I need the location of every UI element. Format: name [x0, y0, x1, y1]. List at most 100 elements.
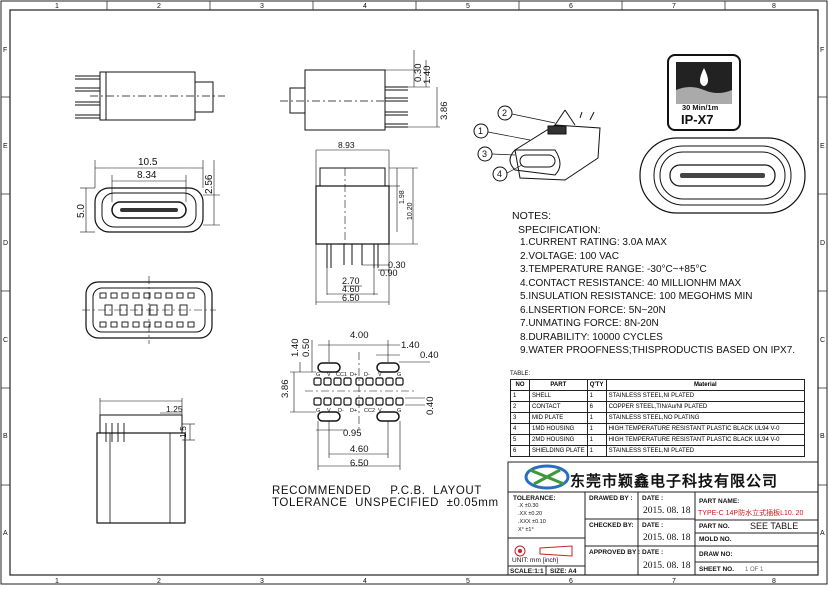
top-view — [280, 50, 440, 131]
note-item: 9.WATER PROOFNESS;THISPRODUCTIS BASED ON… — [520, 345, 796, 356]
dim-pcb-1-40: 1.40 — [401, 340, 420, 351]
zone-right-F: F — [820, 47, 824, 54]
bom-cell: 1 — [586, 434, 607, 446]
callout-4: 4 — [497, 169, 502, 179]
zone-bottom-7: 7 — [672, 578, 676, 585]
dim-4-60: 4.60 — [342, 284, 360, 294]
zone-top-2: 2 — [157, 3, 161, 10]
side-view-center — [315, 149, 418, 305]
zone-top-6: 6 — [569, 3, 573, 10]
dim-6-50: 6.50 — [342, 293, 360, 303]
part-no-label: PART NO. — [699, 523, 730, 530]
pin-bottom-v1: V — [327, 408, 331, 414]
dim-pcb-0-40-b: 0.40 — [425, 397, 436, 416]
note-item: 4.CONTACT RESISTANCE: 40 MILLIONHM MAX — [520, 277, 742, 289]
front-view — [80, 160, 220, 233]
bom-cell: 1MD HOUSING — [529, 423, 588, 435]
bom-cell: STAINLESS STEEL,NI PLATED — [605, 390, 806, 402]
dim-1-5: 1.5 — [178, 426, 188, 438]
bom-caption: TABLE: — [510, 371, 531, 377]
pin-top-v1: V — [327, 372, 331, 378]
bom-cell: HIGH TEMPERATURE RESISTANT PLASTIC BLACK… — [605, 434, 806, 446]
bom-cell: MID PLATE — [529, 412, 588, 424]
pin-bottom-g1: G — [316, 408, 320, 414]
date-value: 2015. 08. 18 — [643, 561, 691, 571]
zone-top-8: 8 — [772, 3, 776, 10]
pin-top-g1: G — [316, 372, 320, 378]
callout-1-marker — [473, 123, 489, 139]
sheet-no-label: SHEET NO. — [699, 566, 735, 573]
water-drop-icon — [700, 68, 708, 86]
pin-bottom-g2: G — [397, 408, 401, 414]
date-label: DATE : — [642, 549, 664, 556]
callouts: 2 1 3 4 — [473, 105, 556, 182]
company-logo-icon — [524, 464, 570, 490]
zone-top-1: 1 — [55, 3, 59, 10]
zone-top-3: 3 — [260, 3, 264, 10]
part-no-value: SEE TABLE — [750, 521, 799, 531]
side-view-left — [75, 71, 225, 121]
tolerance-line: X° ±1° — [518, 527, 534, 533]
zone-top-4: 4 — [363, 3, 367, 10]
title-block-frame — [507, 461, 819, 576]
dim-0-90: 0.90 — [380, 268, 398, 278]
date-value: 2015. 08. 18 — [643, 506, 691, 516]
dim-2-70: 2.70 — [342, 276, 360, 286]
pin-top-cc1: CC1 — [336, 372, 347, 378]
pcb-layout — [290, 340, 430, 470]
note-item: 1.CURRENT RATING: 3.0A MAX — [520, 237, 667, 248]
drawn-by-label: DRAWED BY : — [589, 495, 633, 502]
dim-8-93: 8.93 — [338, 140, 355, 150]
bom-header-part: PART — [529, 379, 588, 391]
part-name-value: TYPE-C 14P防水立式插板L10. 20 — [698, 510, 804, 517]
company-name: 东莞市颖鑫电子科技有限公司 — [570, 473, 779, 490]
dim-10-20: 10.20 — [407, 202, 414, 220]
bom-table: NO PART Q'TY Material 1 SHELL 1 STAINLES… — [510, 379, 806, 457]
scale-label: SCALE:1:1 — [510, 568, 544, 575]
bom-cell: 4 — [510, 423, 530, 435]
dim-pcb-0-95: 0.95 — [343, 428, 362, 439]
sheet-no-value: 1 OF 1 — [745, 567, 764, 573]
draw-no-label: DRAW NO: — [699, 551, 733, 558]
dim-pcb-3-86: 3.86 — [280, 380, 291, 399]
zone-right-D: D — [820, 240, 825, 247]
dim-pcb-4-00: 4.00 — [350, 330, 369, 341]
zone-labels: 1 2 3 4 5 6 7 8 1 2 3 4 5 6 7 8 F E D C … — [3, 3, 825, 585]
zone-left-F: F — [3, 47, 7, 54]
approved-by-label: APPROVED BY : — [589, 549, 641, 556]
bom-cell: 5 — [510, 434, 530, 446]
dim-pcb-0-40: 0.40 — [420, 350, 439, 361]
pin-bottom-cc2: CC2 — [364, 408, 375, 414]
bom-cell: 1 — [586, 445, 607, 457]
zone-bottom-5: 5 — [466, 578, 470, 585]
tolerance-line: .XX ±0.20 — [518, 511, 543, 517]
table-row: 1 SHELL 1 STAINLESS STEEL,NI PLATED — [510, 390, 806, 402]
water-wave-icon — [676, 87, 732, 104]
table-row: 5 2MD HOUSING 1 HIGH TEMPERATURE RESISTA… — [510, 434, 806, 446]
date-value: 2015. 08. 18 — [643, 533, 691, 543]
zone-left-E: E — [3, 143, 8, 150]
pin-top-dm: D- — [364, 372, 370, 378]
callout-3: 3 — [482, 149, 487, 159]
top-view-dims: 0.30 1.40 3.86 — [413, 64, 450, 121]
pin-face-view — [82, 276, 216, 344]
zone-bottom-8: 8 — [772, 578, 776, 585]
zone-left-B: B — [3, 433, 8, 440]
callout-4-marker — [492, 166, 508, 182]
bom-cell: 1 — [586, 423, 607, 435]
pin-bottom-dm: D- — [338, 408, 344, 414]
zone-left-D: D — [3, 240, 8, 247]
bom-cell: 1 — [586, 390, 607, 402]
pcb-label-line1: RECOMMENDED P.C.B. LAYOUT — [272, 485, 482, 497]
note-item: 6.LNSERTION FORCE: 5N~20N — [520, 304, 666, 316]
zone-right-E: E — [820, 143, 825, 150]
bom-cell: SHIELDING PLATE — [529, 445, 588, 457]
zone-ticks — [1, 1, 827, 486]
dim-8-34: 8.34 — [137, 170, 157, 181]
pin-top-g2: G — [397, 372, 401, 378]
table-row: 6 SHIELDING PLATE 1 STAINLESS STEEL,NI P… — [510, 445, 806, 457]
bom-header-no: NO — [510, 379, 530, 391]
zone-bottom-2: 2 — [157, 578, 161, 585]
size-label: SIZE: A4 — [550, 568, 577, 575]
